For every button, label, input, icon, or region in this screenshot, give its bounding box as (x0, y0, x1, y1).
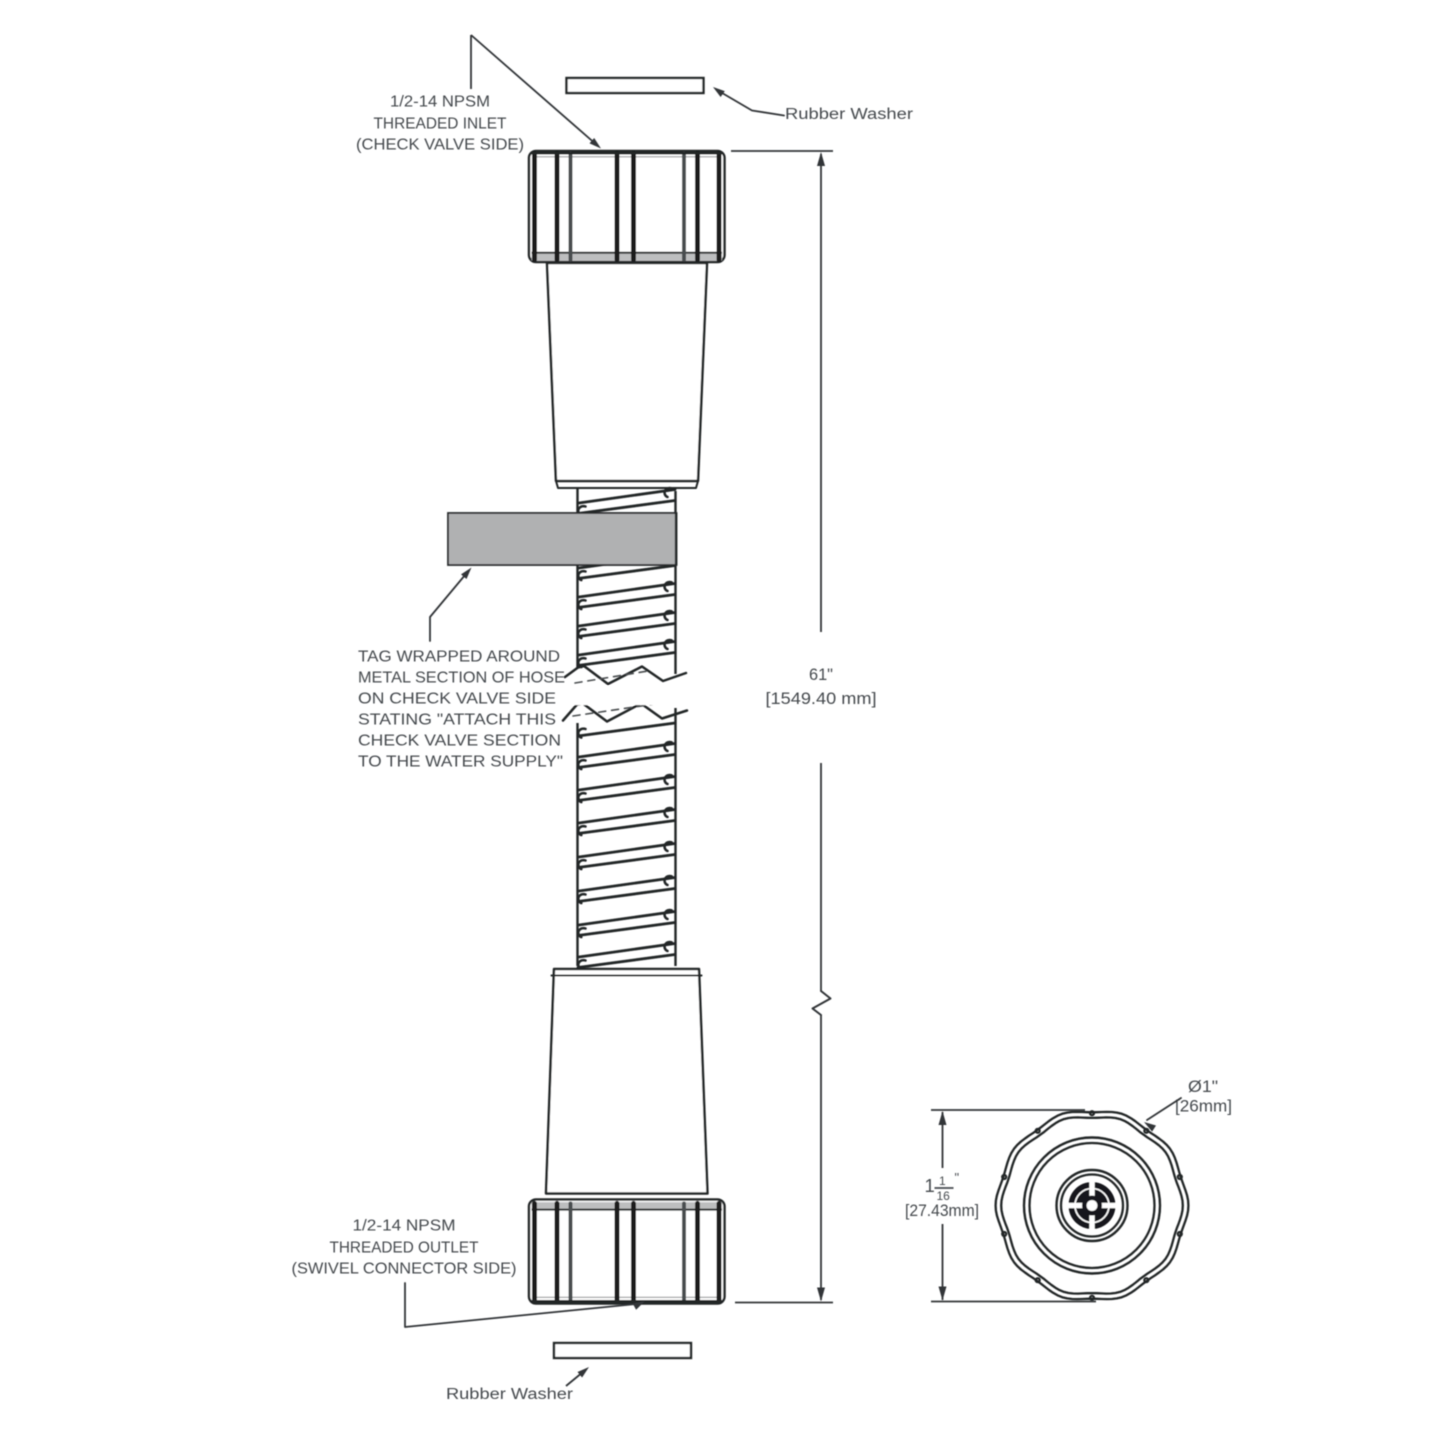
svg-text:1/2-14 NPSM: 1/2-14 NPSM (353, 1218, 456, 1235)
svg-text:THREADED OUTLET: THREADED OUTLET (330, 1240, 480, 1257)
svg-text:TAG WRAPPED AROUND: TAG WRAPPED AROUND (358, 649, 560, 666)
svg-text:THREADED INLET: THREADED INLET (374, 116, 508, 133)
svg-text:ON CHECK VALVE SIDE: ON CHECK VALVE SIDE (358, 691, 556, 708)
svg-text:STATING "ATTACH THIS: STATING "ATTACH THIS (358, 712, 556, 729)
svg-text:TO THE WATER SUPPLY": TO THE WATER SUPPLY" (358, 754, 563, 771)
svg-text:Ø1": Ø1" (1188, 1078, 1218, 1096)
svg-text:16: 16 (937, 1189, 951, 1203)
svg-text:Rubber Washer: Rubber Washer (785, 106, 913, 123)
svg-text:METAL SECTION OF HOSE: METAL SECTION OF HOSE (358, 670, 565, 687)
svg-text:[26mm]: [26mm] (1175, 1098, 1232, 1116)
svg-text:": " (955, 1170, 960, 1185)
svg-text:1: 1 (925, 1175, 935, 1196)
svg-text:CHECK VALVE SECTION: CHECK VALVE SECTION (358, 733, 561, 750)
svg-text:[27.43mm]: [27.43mm] (905, 1202, 979, 1220)
svg-text:(SWIVEL CONNECTOR SIDE): (SWIVEL CONNECTOR SIDE) (292, 1261, 517, 1278)
svg-text:1: 1 (939, 1174, 946, 1188)
svg-text:[1549.40 mm]: [1549.40 mm] (766, 689, 877, 708)
svg-text:61": 61" (809, 665, 833, 684)
svg-text:1/2-14 NPSM: 1/2-14 NPSM (390, 94, 490, 111)
svg-text:(CHECK VALVE SIDE): (CHECK VALVE SIDE) (356, 137, 524, 154)
svg-text:Rubber Washer: Rubber Washer (446, 1386, 573, 1403)
